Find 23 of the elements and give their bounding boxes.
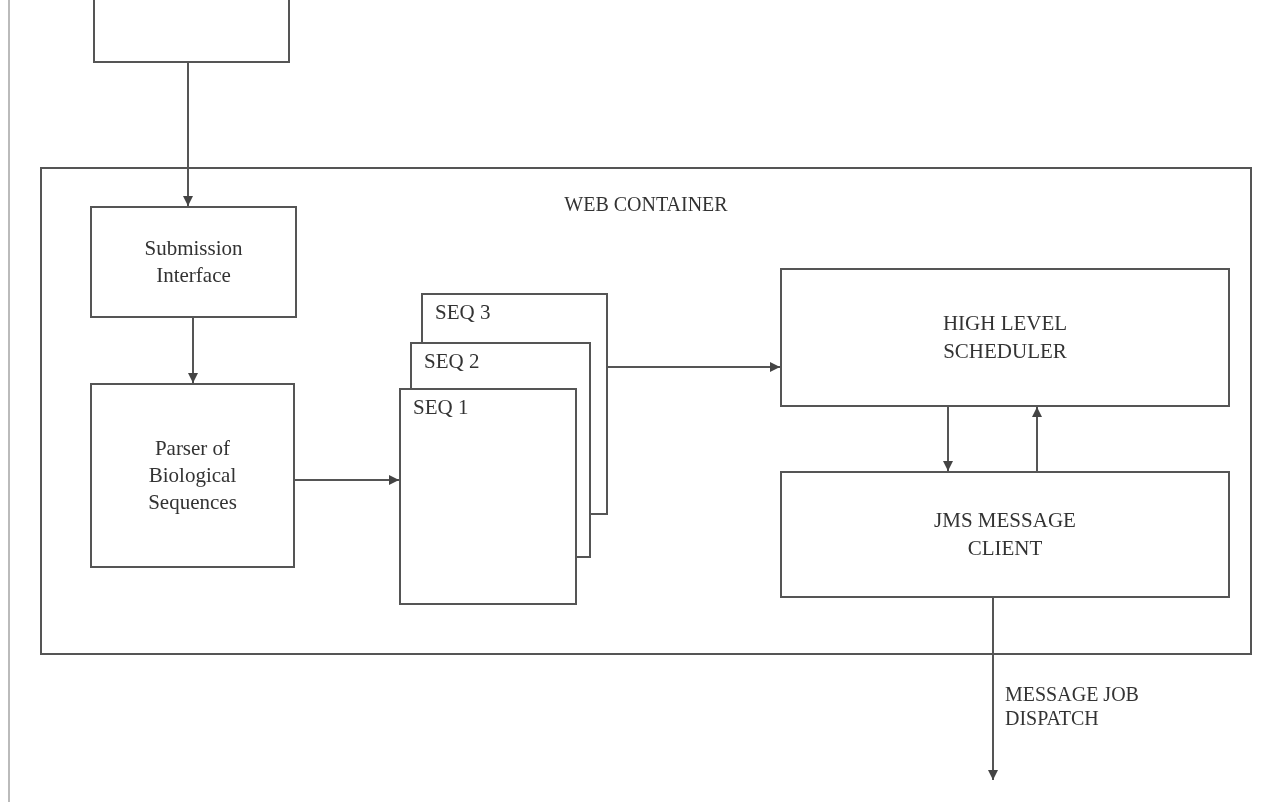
box-shape — [93, 0, 290, 63]
arrow — [988, 597, 998, 781]
process-box — [90, 206, 297, 318]
box-label: Submission Interface — [143, 234, 244, 289]
container-box — [40, 167, 1252, 655]
box-label: Parser of Biological Sequences — [147, 434, 238, 517]
box-label: HIGH LEVEL SCHEDULER — [941, 310, 1069, 365]
box-label: JMS MESSAGE CLIENT — [933, 507, 1077, 562]
box-label: SEQ 1 — [413, 394, 469, 421]
sequence-card — [399, 388, 577, 605]
process-box — [90, 383, 295, 568]
box-label: SEQ 2 — [424, 348, 480, 375]
arrow — [943, 406, 953, 472]
container-title: WEB CONTAINER — [564, 192, 728, 217]
arrow — [1032, 406, 1042, 472]
box-label: SEQ 3 — [435, 299, 491, 326]
arrow — [607, 362, 781, 372]
process-box — [780, 471, 1230, 598]
process-box — [780, 268, 1230, 407]
arrow — [294, 475, 400, 485]
arrow — [183, 62, 193, 207]
edge-label: MESSAGE JOB DISPATCH — [1005, 682, 1140, 730]
arrow — [188, 317, 198, 384]
